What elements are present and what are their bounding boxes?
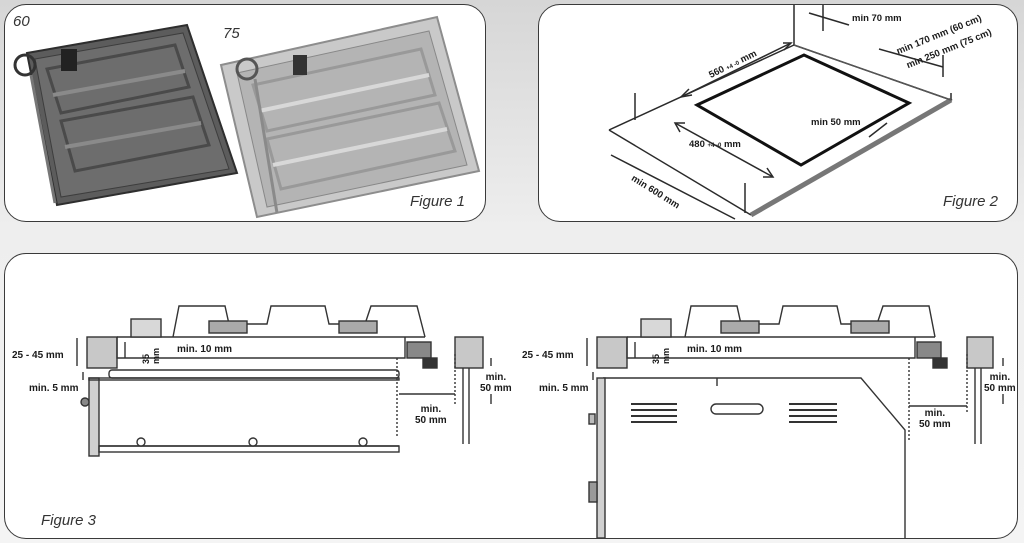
figure-1-caption: Figure 1 [410,193,466,210]
left-installation-oven-drawer [76,305,492,457]
cutout-outline [693,53,913,167]
figure-1-panel: 60 75 Figure 1 [4,4,486,222]
right-min5-label: min. 5 mm [539,383,589,394]
hob-size-60-label: 60 [13,13,30,30]
figure-2-panel: 560 +4 -0 mm 480 +4 -0 mm min 70 mm min … [538,4,1018,222]
hob-size-75-label: 75 [223,25,240,42]
left-min5-label: min. 5 mm [29,383,79,394]
gas-connector [293,55,307,75]
left-side-clearance-label: min. 50 mm [415,404,447,426]
right-side-clearance-value: 50 mm [919,419,951,430]
min-50-label: min 50 mm [811,117,861,128]
left-wall-clearance-label: min. 50 mm [480,372,512,394]
right-side-clearance-min: min. [924,408,946,419]
left-wall-clearance-min: min. [485,372,507,383]
figure-3-panel: 25 - 45 mm min. 5 mm 35 mm min. 10 mm mi… [4,253,1018,539]
hob-underside-illustration [13,15,481,219]
hob-60-underside [13,23,239,207]
dim-480-label: 480 +4 -0 mm [689,139,741,150]
dim-480-value: 480 [689,139,705,150]
countertop-cutout-diagram [608,5,953,220]
dim-480-tolerance: +4 -0 [707,143,722,149]
right-min10-label: min. 10 mm [687,344,743,355]
left-side-clearance-value: 50 mm [415,415,447,426]
right-installation-built-in-oven [586,305,1004,538]
left-counter-thickness-label: 25 - 45 mm [12,350,64,361]
installation-clearance-diagram [76,305,1004,538]
figure-2-caption: Figure 2 [943,193,999,210]
right-wall-clearance-min: min. [989,372,1011,383]
left-side-clearance-min: min. [420,404,442,415]
min-70-label: min 70 mm [852,13,902,24]
gas-inlet-ring [13,53,37,77]
right-wall-clearance-label: min. 50 mm [984,372,1016,394]
dim-480-unit: mm [723,139,741,150]
right-height-35-label: 35 mm [651,347,672,365]
gas-connector [61,49,77,71]
right-side-clearance-label: min. 50 mm [919,408,951,430]
hob-75-underside [219,15,481,219]
left-height-35-label: 35 mm [141,347,162,365]
dim-560-arrow [680,42,792,98]
dim-480-arrow [674,122,774,178]
left-wall-clearance-value: 50 mm [480,383,512,394]
right-counter-thickness-label: 25 - 45 mm [522,350,574,361]
figure-3-caption: Figure 3 [41,512,97,529]
left-min10-label: min. 10 mm [177,344,233,355]
right-wall-clearance-value: 50 mm [984,383,1016,394]
gas-inlet-ring [235,57,259,81]
